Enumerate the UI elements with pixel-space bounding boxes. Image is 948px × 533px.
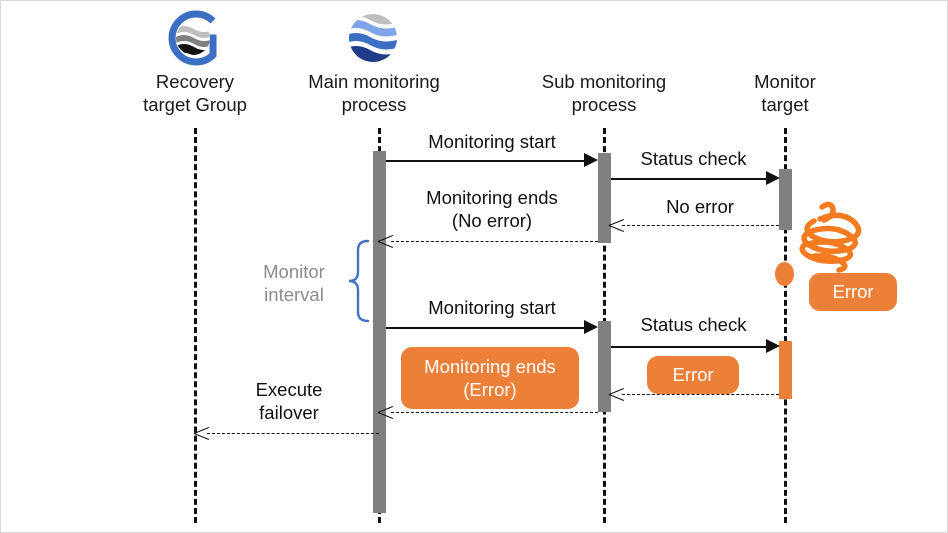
message-label-no-error: No error: [666, 196, 734, 217]
badge-monitoring-ends-error: Monitoring ends (Error): [401, 347, 579, 409]
message-line-m2: [611, 178, 766, 180]
message-line-m7: [622, 394, 779, 395]
arrowhead-m9: [194, 426, 209, 441]
message-line-m4: [391, 241, 598, 242]
error-scribble-icon: [799, 201, 862, 273]
message-line-m9: [207, 433, 379, 434]
participant-label-main: Main monitoring process: [308, 71, 440, 115]
arrowhead-m1: [584, 153, 598, 167]
message-line-m8: [391, 412, 598, 413]
message-line-m1: [386, 160, 584, 162]
participant-label-sub: Sub monitoring process: [541, 71, 667, 115]
lifeline-monitor: [784, 128, 787, 523]
activation-bar-sub-first: [598, 153, 611, 243]
arrowhead-m5: [584, 320, 598, 334]
error-marker-dot-icon: [775, 262, 794, 286]
lifeline-recovery: [194, 128, 197, 523]
message-line-m6: [611, 346, 766, 348]
message-label-monitoring-start-1: Monitoring start: [428, 131, 556, 152]
activation-bar-monitor-first: [779, 169, 792, 230]
badge-error-monitor: Error: [647, 356, 739, 394]
message-label-monitoring-start-2: Monitoring start: [428, 297, 556, 318]
arrowhead-m2: [766, 171, 780, 185]
arrowhead-m6: [766, 339, 780, 353]
monitor-interval-label: Monitor interval: [263, 261, 325, 306]
message-label-status-check-2: Status check: [640, 314, 747, 335]
participant-label-monitor: Monitor target: [754, 71, 816, 115]
participant-label-recovery: Recovery target Group: [143, 71, 247, 115]
message-label-status-check-1: Status check: [640, 148, 747, 169]
activation-bar-main: [373, 151, 386, 513]
message-label-execute-failover: Execute failover: [255, 379, 323, 424]
activation-bar-monitor-second: [779, 341, 792, 399]
message-line-m3: [622, 225, 779, 226]
monitoring-process-globe-icon: [342, 7, 404, 69]
badge-error-target: Error: [809, 273, 897, 311]
activation-bar-sub-second: [598, 321, 611, 412]
message-label-monitoring-ends-no-error: Monitoring ends (No error): [426, 187, 558, 232]
arrowhead-m8: [378, 405, 393, 420]
message-line-m5: [386, 327, 584, 329]
arrowhead-m3: [609, 218, 624, 233]
recovery-group-globe-icon: [164, 7, 226, 69]
monitor-interval-bracket-icon: [348, 239, 370, 323]
arrowhead-m7: [609, 387, 624, 402]
arrowhead-m4: [378, 234, 393, 249]
